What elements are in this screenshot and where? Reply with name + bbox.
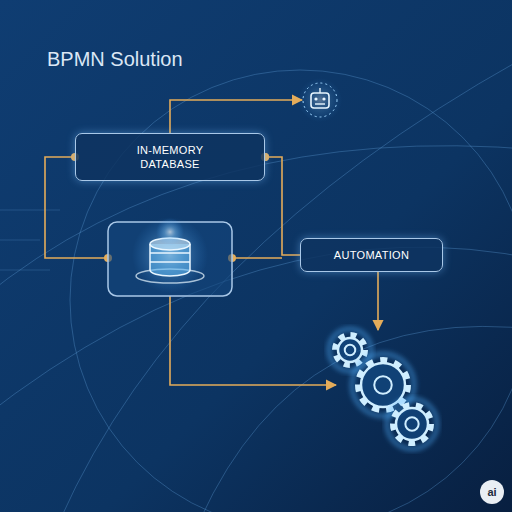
process-box: AUTOMATION bbox=[300, 238, 443, 272]
watermark: ai bbox=[480, 480, 504, 504]
box-label: AUTOMATION bbox=[334, 248, 409, 262]
connector bbox=[265, 157, 300, 255]
process-box: IN-MEMORY DATABASE bbox=[75, 133, 265, 181]
diagram-title: BPMN Solution bbox=[47, 48, 183, 71]
box-label: IN-MEMORY DATABASE bbox=[120, 143, 220, 171]
